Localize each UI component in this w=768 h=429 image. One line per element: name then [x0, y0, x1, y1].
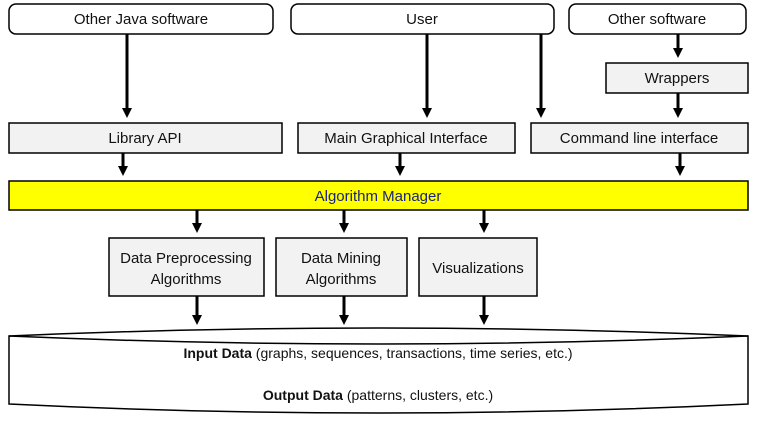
- box-wrappers: Wrappers: [605, 62, 749, 94]
- box-library-api: Library API: [8, 122, 283, 154]
- box-data-mining: Data Mining Algorithms: [275, 237, 408, 297]
- library-api-label: Library API: [108, 130, 181, 147]
- output-data-text: Output Data (patterns, clusters, etc.): [263, 387, 493, 403]
- other-software-label: Other software: [608, 11, 706, 28]
- box-main-graphical-interface: Main Graphical Interface: [297, 122, 516, 154]
- input-data-label: Input Data: [183, 345, 252, 361]
- command-line-interface-label: Command line interface: [560, 130, 718, 147]
- box-data-preprocessing: Data Preprocessing Algorithms: [108, 237, 265, 297]
- data-store-cylinder: Input Data (graphs, sequences, transacti…: [8, 327, 749, 414]
- data-preprocessing-label-line1: Data Preprocessing: [120, 250, 252, 267]
- other-java-software-label: Other Java software: [74, 11, 208, 28]
- algorithm-manager-label: Algorithm Manager: [315, 188, 442, 205]
- box-other-software: Other software: [568, 3, 747, 35]
- data-preprocessing-label-line2: Algorithms: [151, 271, 222, 288]
- data-mining-label-line1: Data Mining: [301, 250, 381, 267]
- output-data-description: (patterns, clusters, etc.): [343, 387, 493, 403]
- data-mining-label-line2: Algorithms: [306, 271, 377, 288]
- wrappers-label: Wrappers: [645, 70, 710, 87]
- box-user: User: [290, 3, 555, 35]
- box-visualizations: Visualizations: [418, 237, 538, 297]
- output-data-label: Output Data: [263, 387, 343, 403]
- box-other-java-software: Other Java software: [8, 3, 274, 35]
- main-graphical-interface-label: Main Graphical Interface: [324, 130, 487, 147]
- input-data-text: Input Data (graphs, sequences, transacti…: [183, 345, 572, 361]
- input-data-description: (graphs, sequences, transactions, time s…: [252, 345, 573, 361]
- arrows: [118, 34, 685, 325]
- algorithm-manager-bar: Algorithm Manager: [8, 180, 749, 211]
- box-command-line-interface: Command line interface: [530, 122, 749, 154]
- visualizations-label: Visualizations: [432, 260, 523, 277]
- user-label: User: [406, 11, 438, 28]
